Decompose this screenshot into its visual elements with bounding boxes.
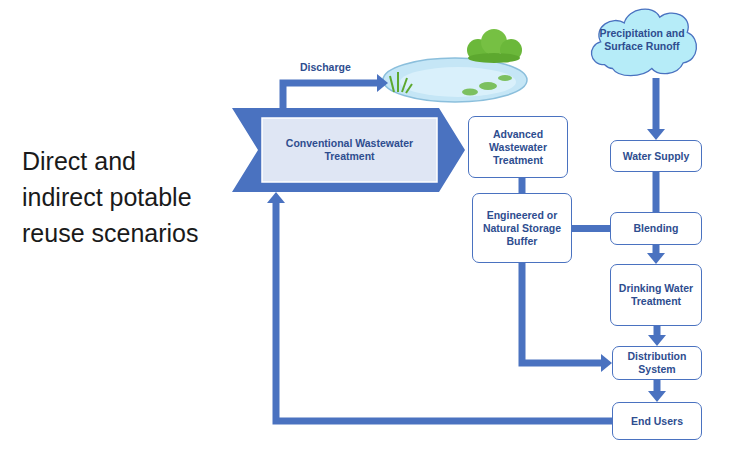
node-text: Conventional Wastewater Treatment xyxy=(264,137,435,163)
node-text: Water Supply xyxy=(623,150,690,163)
flow-connector xyxy=(647,245,665,264)
chevron-outline xyxy=(232,108,465,192)
diagram-title: Direct and indirect potable reuse scenar… xyxy=(22,143,210,251)
node-text: Engineered or Natural Storage Buffer xyxy=(477,209,567,248)
flow-label: Discharge xyxy=(300,61,351,73)
flow-connector xyxy=(648,380,666,402)
node-text: Drinking Water Treatment xyxy=(615,282,697,308)
node-text: Precipitation and Surface Runoff xyxy=(598,27,686,53)
text-area: Conventional Wastewater Treatment xyxy=(264,118,435,182)
arrowhead xyxy=(647,253,665,264)
lily-pad xyxy=(498,75,512,81)
node-text: End Users xyxy=(631,415,683,428)
flow-connector xyxy=(647,78,665,140)
pond-water xyxy=(383,58,527,102)
source-cloud: Precipitation and Surface Runoff xyxy=(583,2,701,78)
process-box: Blending xyxy=(610,212,702,245)
arrowhead xyxy=(648,335,666,346)
inner-panel xyxy=(262,118,437,182)
connector-line xyxy=(519,178,526,193)
cloud-outline xyxy=(591,9,696,76)
connector-line xyxy=(653,78,660,129)
flow-connector xyxy=(522,178,523,193)
process-box: Engineered or Natural Storage Buffer xyxy=(472,193,572,263)
flow-connector xyxy=(267,192,612,421)
process-box: End Users xyxy=(612,402,702,440)
arrowhead xyxy=(267,192,285,203)
flow-connector xyxy=(648,326,666,346)
discharge-arrowhead xyxy=(377,74,388,92)
connector-line xyxy=(654,380,661,391)
process-box: Advanced Wastewater Treatment xyxy=(468,116,568,178)
lily-pad xyxy=(462,89,478,96)
lily-pad xyxy=(479,82,497,90)
connector-line xyxy=(653,245,660,253)
arrowhead xyxy=(647,129,665,140)
flow-connector xyxy=(656,172,657,212)
connector-line xyxy=(522,263,601,363)
arrowhead xyxy=(648,391,666,402)
flow-connector xyxy=(572,228,610,229)
node-text: Advanced Wastewater Treatment xyxy=(473,128,563,167)
node-text: Blending xyxy=(634,222,679,235)
process-box: Drinking Water Treatment xyxy=(610,264,702,326)
connector-line xyxy=(653,172,660,212)
process-box: Distribution System xyxy=(612,346,702,380)
process-chevron: Conventional Wastewater Treatment xyxy=(232,108,465,192)
bush-base xyxy=(468,53,520,63)
arrowhead xyxy=(601,354,612,372)
text-area: Precipitation and Surface Runoff xyxy=(598,27,686,53)
discharge-line xyxy=(283,83,378,109)
connector-line xyxy=(572,225,610,232)
process-box: Water Supply xyxy=(610,140,702,172)
connector-line xyxy=(654,326,661,335)
node-text: Distribution System xyxy=(617,350,697,376)
pond-highlight xyxy=(400,67,516,97)
flow-connector xyxy=(522,263,612,372)
grass xyxy=(390,72,412,93)
